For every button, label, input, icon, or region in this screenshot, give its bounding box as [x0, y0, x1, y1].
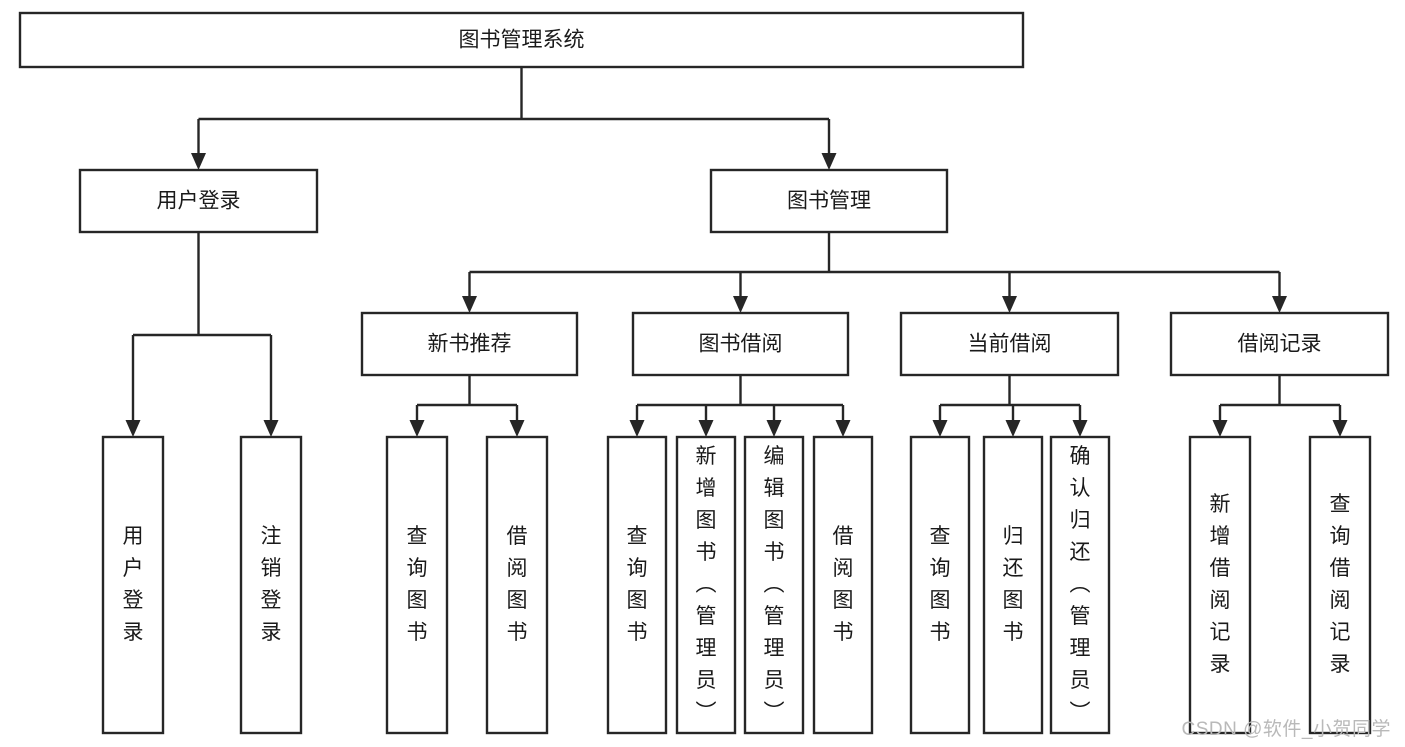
- node-box: [485, 435, 549, 735]
- arrow-head-icon: [766, 420, 782, 437]
- node-label: 借阅图书: [507, 525, 528, 644]
- node-user-login[interactable]: 用户登录: [78, 168, 319, 234]
- arrow-head-icon: [409, 420, 425, 437]
- node-label: 注销登录: [261, 525, 282, 644]
- node-box: [606, 435, 668, 735]
- node-leaf-record-add[interactable]: 新增借阅记录: [1188, 435, 1252, 735]
- node-box: [360, 311, 579, 377]
- node-label: 当前借阅: [968, 333, 1052, 356]
- node-label: 查询图书: [407, 525, 428, 644]
- arrow-head-icon: [1002, 296, 1017, 313]
- node-box: [78, 168, 319, 234]
- arrow-head-icon: [509, 420, 525, 437]
- node-label: 新书推荐: [428, 333, 512, 356]
- node-current-borrow[interactable]: 当前借阅: [899, 311, 1120, 377]
- node-label: 确认归还︵管理员︶: [1070, 445, 1091, 724]
- node-new-book-recommend[interactable]: 新书推荐: [360, 311, 579, 377]
- node-leaf-borrow-borrow-book[interactable]: 借阅图书: [812, 435, 874, 735]
- node-box: [899, 311, 1120, 377]
- node-label: 用户登录: [123, 525, 144, 644]
- arrow-head-icon: [1212, 420, 1228, 437]
- node-label: 图书管理: [787, 190, 871, 213]
- node-box: [709, 168, 949, 234]
- node-label: 图书借阅: [699, 333, 783, 356]
- node-box: [631, 311, 850, 377]
- node-layer: 图书管理系统用户登录图书管理新书推荐图书借阅当前借阅借阅记录用户登录注销登录查询…: [18, 11, 1390, 735]
- arrow-head-icon: [835, 420, 851, 437]
- node-label: 编辑图书︵管理员︶: [764, 445, 785, 724]
- node-box: [1308, 435, 1372, 735]
- node-book-manage[interactable]: 图书管理: [709, 168, 949, 234]
- node-borrow-record[interactable]: 借阅记录: [1169, 311, 1390, 377]
- node-label: 新增借阅记录: [1210, 493, 1231, 676]
- node-leaf-user-logout[interactable]: 注销登录: [239, 435, 303, 735]
- node-box: [385, 435, 449, 735]
- node-box: [812, 435, 874, 735]
- node-box: [982, 435, 1044, 735]
- node-leaf-current-confirm-return[interactable]: 确认归还︵管理员︶: [1049, 435, 1111, 735]
- arrow-head-icon: [629, 420, 645, 437]
- arrow-head-icon: [698, 420, 714, 437]
- node-label: 查询借阅记录: [1330, 493, 1351, 676]
- arrow-head-icon: [191, 153, 206, 170]
- arrow-head-icon: [821, 153, 837, 170]
- node-box: [909, 435, 971, 735]
- node-leaf-current-query-book[interactable]: 查询图书: [909, 435, 971, 735]
- node-label: 归还图书: [1003, 525, 1024, 644]
- node-leaf-rec-borrow-book[interactable]: 借阅图书: [485, 435, 549, 735]
- node-leaf-borrow-add-book[interactable]: 新增图书︵管理员︶: [675, 435, 737, 735]
- node-box: [1169, 311, 1390, 377]
- node-label: 新增图书︵管理员︶: [696, 445, 717, 724]
- node-leaf-record-query[interactable]: 查询借阅记录: [1308, 435, 1372, 735]
- arrow-head-icon: [1272, 296, 1287, 313]
- arrow-head-icon: [1072, 420, 1088, 437]
- node-leaf-borrow-query-book[interactable]: 查询图书: [606, 435, 668, 735]
- node-leaf-borrow-edit-book[interactable]: 编辑图书︵管理员︶: [743, 435, 805, 735]
- node-leaf-user-login[interactable]: 用户登录: [101, 435, 165, 735]
- node-book-borrow[interactable]: 图书借阅: [631, 311, 850, 377]
- arrow-head-icon: [932, 420, 948, 437]
- connector-layer: [125, 67, 1348, 437]
- node-label: 用户登录: [157, 190, 241, 213]
- arrow-head-icon: [1005, 420, 1021, 437]
- node-box: [743, 435, 805, 735]
- node-label: 借阅图书: [833, 525, 854, 644]
- node-box: [675, 435, 737, 735]
- node-box: [18, 11, 1025, 69]
- node-box: [1049, 435, 1111, 735]
- node-box: [101, 435, 165, 735]
- arrow-head-icon: [733, 296, 748, 313]
- arrow-head-icon: [125, 420, 141, 437]
- node-root[interactable]: 图书管理系统: [18, 11, 1025, 69]
- node-box: [1188, 435, 1252, 735]
- arrow-head-icon: [1332, 420, 1348, 437]
- node-box: [239, 435, 303, 735]
- arrow-head-icon: [263, 420, 279, 437]
- node-label: 借阅记录: [1238, 333, 1322, 356]
- node-label: 图书管理系统: [459, 29, 585, 52]
- node-leaf-rec-query-book[interactable]: 查询图书: [385, 435, 449, 735]
- node-label: 查询图书: [930, 525, 951, 644]
- node-label: 查询图书: [627, 525, 648, 644]
- arrow-head-icon: [462, 296, 477, 313]
- node-leaf-current-return-book[interactable]: 归还图书: [982, 435, 1044, 735]
